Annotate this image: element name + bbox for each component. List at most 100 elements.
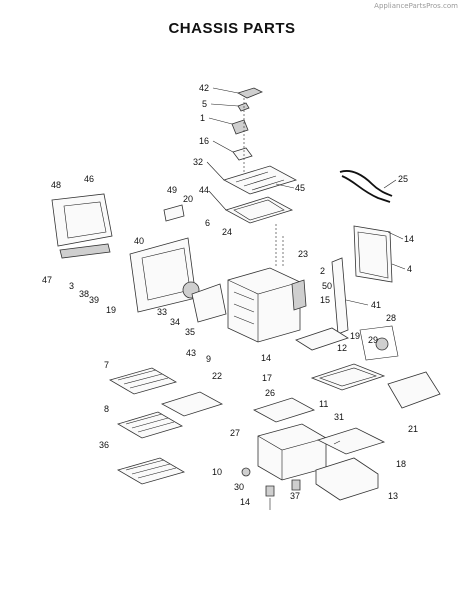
glass-panel-inner (319, 367, 377, 387)
callout-20: 20 (183, 194, 193, 204)
part-16-bracket (232, 147, 253, 161)
callout-7: 7 (104, 360, 109, 370)
part-30-leg (265, 485, 275, 497)
part-24-oven-cavity (227, 267, 301, 343)
part-37-leg (291, 479, 301, 491)
callout-41: 41 (371, 300, 381, 310)
part-27-frame (252, 397, 316, 423)
callout-10: 10 (212, 467, 222, 477)
callout-40: 40 (134, 236, 144, 246)
part-36-rack (116, 457, 186, 485)
rack-7-bars (117, 369, 169, 389)
door-glass-inner (357, 231, 389, 279)
rack-36-bars (125, 459, 177, 479)
callout-19-left: 19 (106, 305, 116, 315)
callout-leaders (206, 87, 406, 445)
callout-29: 29 (368, 335, 378, 345)
part-43-plate (160, 391, 224, 417)
callout-35: 35 (185, 327, 195, 337)
callout-43: 43 (186, 348, 196, 358)
part-drawings (51, 87, 441, 510)
part-25-wire-harness (339, 170, 393, 197)
callout-46: 46 (84, 174, 94, 184)
callout-2: 2 (320, 266, 325, 276)
wire-harness-branch (341, 175, 391, 203)
callout-14-upper-right: 14 (404, 234, 414, 244)
watermark-text: AppliancePartsPros.com (374, 2, 458, 10)
callout-18: 18 (396, 459, 406, 469)
part-5-clip (237, 102, 250, 112)
callout-47: 47 (42, 275, 52, 285)
callout-25: 25 (398, 174, 408, 184)
leader-41 (345, 299, 369, 306)
callout-37: 37 (290, 491, 300, 501)
part-34-control-panel (191, 283, 227, 323)
callout-16: 16 (199, 136, 209, 146)
part-7-rack (108, 367, 178, 395)
part-11-glass-panel (310, 363, 386, 391)
side-panel-inner (63, 201, 107, 239)
callout-31: 31 (334, 412, 344, 422)
callout-28: 28 (386, 313, 396, 323)
callout-39: 39 (89, 295, 99, 305)
callout-27: 27 (230, 428, 240, 438)
callout-45: 45 (295, 183, 305, 193)
callout-26: 26 (265, 388, 275, 398)
callout-labels: 42 5 1 16 32 45 25 48 46 49 20 44 6 14 2… (42, 83, 418, 507)
callout-6: 6 (205, 218, 210, 228)
callout-30: 30 (234, 482, 244, 492)
callout-49: 49 (167, 185, 177, 195)
callout-50: 50 (322, 281, 332, 291)
rack-8-bars (125, 413, 175, 433)
callout-4: 4 (407, 264, 412, 274)
callout-44: 44 (199, 185, 209, 195)
callout-23: 23 (298, 249, 308, 259)
callout-19-right: 19 (350, 331, 360, 341)
part-8-rack (117, 411, 183, 439)
leader-5 (210, 103, 239, 107)
callout-22: 22 (212, 371, 222, 381)
callout-24: 24 (222, 227, 232, 237)
part-1-block (231, 119, 249, 135)
leader-45 (275, 183, 295, 189)
part-15-bottom-tray (295, 327, 349, 351)
part-47-strip (59, 243, 111, 259)
diagram-title: CHASSIS PARTS (168, 20, 296, 37)
callout-9: 9 (206, 354, 211, 364)
part-21-seal (387, 371, 441, 409)
part-48-side-panel (51, 193, 113, 247)
callout-12: 12 (337, 343, 347, 353)
leader-16 (212, 140, 234, 153)
oven-cavity-rails (233, 291, 255, 325)
callout-13: 13 (388, 491, 398, 501)
callout-38: 38 (79, 289, 89, 299)
part-40-door-panel (129, 237, 197, 313)
callout-36: 36 (99, 440, 109, 450)
callout-1: 1 (200, 113, 205, 123)
callout-3: 3 (69, 281, 74, 291)
callout-14-bottom: 14 (240, 497, 250, 507)
part-4-door-glass (353, 225, 393, 283)
part-49-plate (163, 204, 185, 222)
part-18-mesh-panel (316, 427, 386, 455)
part-2-bracket (291, 279, 307, 311)
part-28-switch-box (359, 325, 399, 361)
frame-inner-edge (233, 199, 285, 221)
callout-5: 5 (202, 99, 207, 109)
drawer-body-edges (257, 435, 327, 480)
top-panel-ribs (235, 171, 285, 191)
leader-4 (391, 263, 406, 270)
leader-1 (208, 117, 233, 125)
leader-32 (206, 161, 225, 181)
leader-42 (212, 87, 239, 94)
callout-34: 34 (170, 317, 180, 327)
leader-25 (383, 179, 397, 189)
part-41-strip (331, 257, 349, 335)
part-29-knob (375, 337, 389, 351)
part-10-leg (241, 467, 251, 477)
callout-17: 17 (262, 373, 272, 383)
leader-14-right (387, 231, 404, 240)
leader-44 (208, 190, 227, 211)
